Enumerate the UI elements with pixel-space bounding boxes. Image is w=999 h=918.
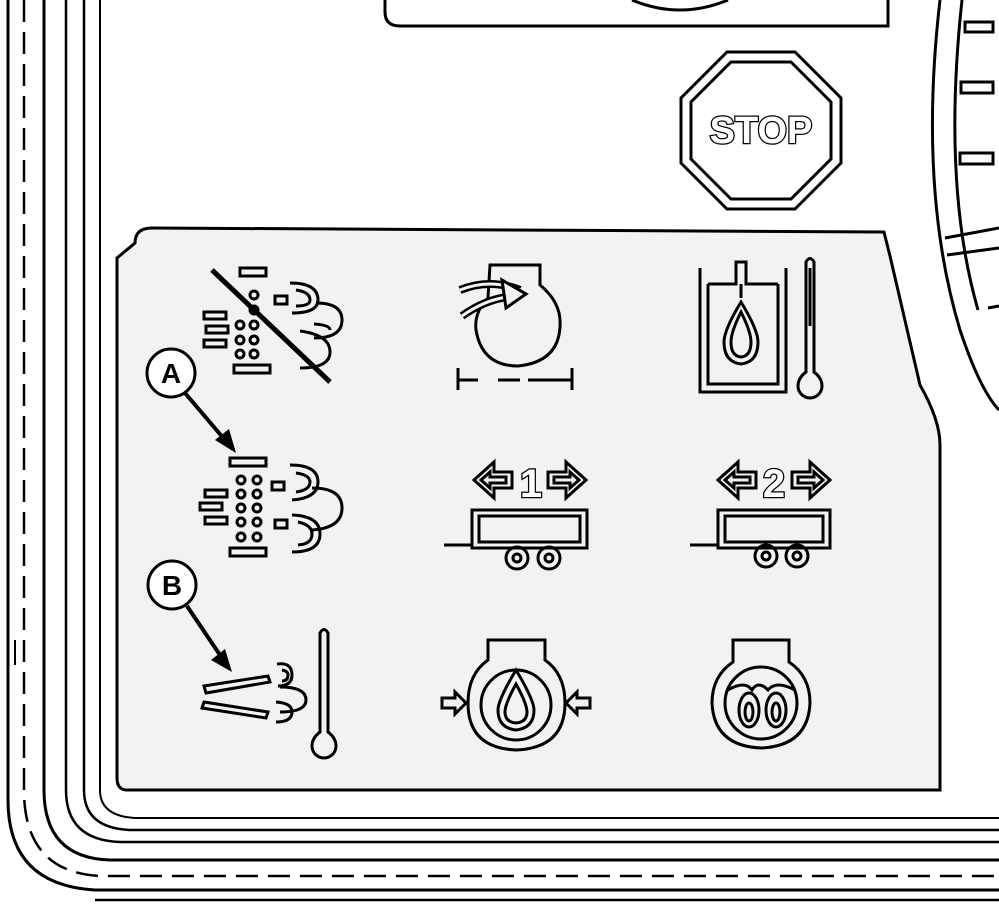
trailer-2-turn-indicator-icon: 2	[690, 458, 833, 569]
callout-a-label: A	[161, 358, 181, 389]
engine-oil-pressure-icon	[440, 638, 592, 752]
exhaust-filter-cleaning-icon	[198, 456, 344, 558]
callout-b-label: B	[162, 570, 182, 601]
stop-button[interactable]: STOP	[679, 50, 843, 211]
callout-b: B	[146, 559, 232, 672]
gauge-dial	[930, 0, 999, 412]
housing-frame	[6, 0, 999, 902]
stop-button-label: STOP	[710, 110, 813, 152]
high-exhaust-temperature-icon	[200, 628, 338, 760]
glow-plug-icon	[710, 638, 812, 750]
exhaust-filter-cleaning-disabled-icon	[202, 266, 344, 384]
hydraulic-oil-temperature-icon	[698, 257, 824, 400]
trailer-1-turn-indicator-icon: 1	[444, 458, 589, 571]
trailer-2-number: 2	[763, 462, 785, 506]
trailer-1-number: 1	[520, 462, 542, 506]
callout-a: A	[145, 347, 236, 453]
display-bezel	[383, 0, 890, 28]
engine-intake-air-icon	[456, 263, 574, 390]
